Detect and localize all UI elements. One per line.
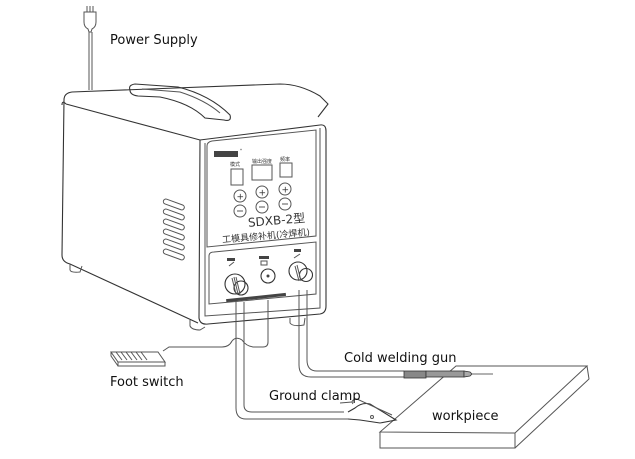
svg-text:+: +: [237, 193, 245, 203]
mode-display: [230, 168, 244, 186]
center-socket: [259, 256, 276, 284]
minus-buttons: [233, 197, 292, 218]
brand-logo: [214, 151, 238, 157]
ground-clamp-icon: [339, 398, 398, 424]
foot-switch-cable: [162, 300, 269, 352]
svg-text:*: *: [240, 148, 242, 153]
display-label-output: 输出强度: [252, 158, 272, 165]
svg-text:+: +: [282, 186, 290, 196]
freq-display: [279, 162, 293, 178]
welding-machine: * 模式 输出强度 频率 + + + SDXB-2型 工模具修补机(冷焊机): [61, 83, 329, 331]
machine-name: 工模具修补机(冷焊机): [222, 226, 311, 246]
model-number: SDXB-2型: [247, 211, 305, 230]
welding-gun-cable-a: [298, 290, 404, 378]
plus-buttons: + + +: [233, 182, 292, 203]
power-supply-label: Power Supply: [110, 33, 198, 48]
cold-welding-gun-label: Cold welding gun: [344, 351, 457, 366]
power-cord: [88, 32, 93, 90]
foot-switch-icon: [110, 351, 166, 367]
workpiece-label: workpiece: [432, 409, 499, 424]
output-display: [251, 164, 273, 181]
ground-clamp-cable-a: [235, 302, 348, 420]
ground-clamp-cable-b: [243, 302, 344, 413]
welding-gun-icon: [403, 370, 493, 379]
svg-text:+: +: [259, 189, 267, 199]
display-label-mode: 模式: [230, 161, 240, 168]
foot-switch-label: Foot switch: [110, 375, 184, 390]
right-knob: [288, 249, 314, 283]
display-label-freq: 频率: [280, 156, 290, 163]
left-knob: [224, 258, 249, 296]
power-plug-icon: [83, 6, 97, 33]
welding-gun-cable-b: [306, 290, 404, 372]
ground-clamp-label: Ground clamp: [269, 389, 361, 404]
workpiece: [378, 365, 590, 449]
vent-slots: [162, 198, 185, 261]
